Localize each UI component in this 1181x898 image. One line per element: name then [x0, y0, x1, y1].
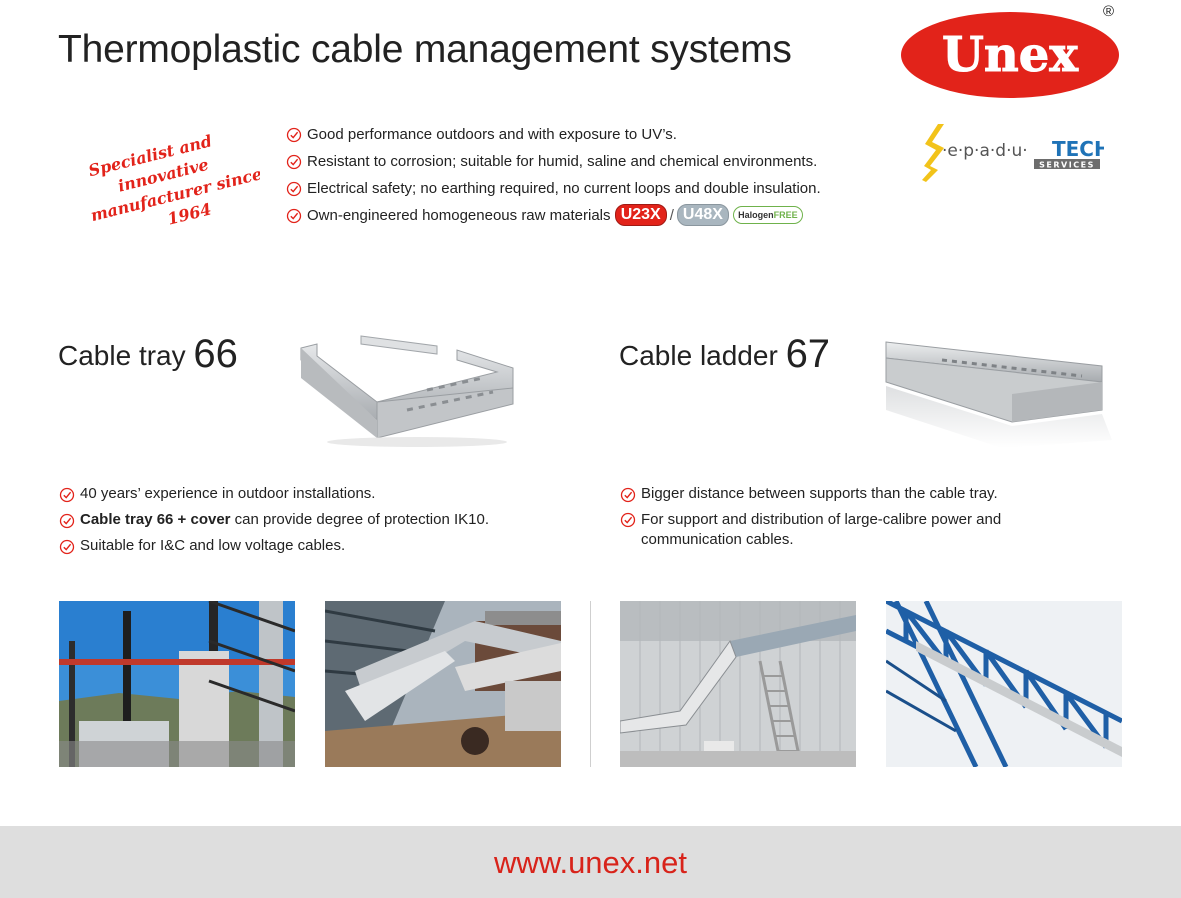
check-circle-icon [286, 181, 302, 197]
unex-logo-text: Unex [942, 27, 1078, 83]
feature-text: Own-engineered homogeneous raw materials [307, 207, 611, 224]
halogen-free-badge: HalogenFREE [733, 205, 803, 224]
installation-photo-1 [59, 601, 295, 767]
cable-tray-title: Cable tray 66 [58, 332, 238, 377]
check-circle-icon [59, 487, 75, 503]
u23x-badge: U23X [614, 203, 667, 226]
feature-item: Resistant to corrosion; suitable for hum… [286, 148, 821, 175]
list-item-bold-text: Cable tray 66 + cover [80, 511, 231, 528]
cable-ladder-image [882, 330, 1122, 450]
feature-text: Electrical safety; no earthing required,… [307, 180, 821, 197]
sepadu-name: ·e·p·a·d·u· [942, 141, 1028, 161]
slogan: Specialist and innovative manufacturer s… [75, 122, 264, 242]
check-circle-icon [286, 208, 302, 224]
feature-item: Good performance outdoors and with expos… [286, 121, 821, 148]
check-circle-icon [59, 513, 75, 529]
footer: www.unex.net [0, 826, 1181, 898]
page-title: Thermoplastic cable management systems [58, 28, 792, 71]
website-link[interactable]: www.unex.net [494, 845, 687, 880]
list-item-text: can provide degree of protection IK10. [230, 511, 490, 528]
installation-photo-3 [620, 601, 856, 767]
check-circle-icon [286, 127, 302, 143]
list-item-text: 40 years’ experience in outdoor installa… [80, 485, 376, 502]
list-item-text: Bigger distance between supports than th… [641, 485, 998, 502]
feature-text: Good performance outdoors and with expos… [307, 126, 677, 143]
list-item: 40 years’ experience in outdoor installa… [59, 481, 489, 507]
section-divider [590, 601, 591, 767]
halogen-text: Halogen [738, 209, 774, 220]
cable-ladder-bullets: Bigger distance between supports than th… [620, 481, 1040, 553]
list-item: For support and distribution of large-ca… [620, 507, 1040, 553]
unex-logo: Unex [900, 11, 1121, 99]
cable-ladder-title: Cable ladder 67 [619, 332, 830, 377]
sepadu-tech: TECH [1052, 137, 1104, 161]
product-number: 66 [193, 332, 238, 376]
check-circle-icon [620, 512, 636, 528]
feature-item: Own-engineered homogeneous raw materials… [286, 202, 821, 229]
sepadu-services: SERVICES [1039, 161, 1095, 170]
badge-separator: / [669, 207, 674, 224]
list-item-text: For support and distribution of large-ca… [641, 511, 1002, 548]
u48x-badge: U48X [676, 203, 729, 226]
product-name: Cable tray [58, 340, 186, 371]
feature-list: Good performance outdoors and with expos… [286, 121, 821, 229]
product-number: 67 [785, 332, 831, 376]
check-circle-icon [286, 154, 302, 170]
list-item: Bigger distance between supports than th… [620, 481, 1040, 507]
installation-photo-2 [325, 601, 561, 767]
feature-item: Electrical safety; no earthing required,… [286, 175, 821, 202]
cable-tray-image [297, 330, 519, 450]
free-text: FREE [773, 209, 798, 220]
list-item: Cable tray 66 + cover can provide degree… [59, 507, 489, 533]
cable-tray-bullets: 40 years’ experience in outdoor installa… [59, 481, 489, 559]
sepadu-tech-logo: ·e·p·a·d·u· TECH SERVICES [922, 122, 1111, 184]
registered-mark: ® [1103, 3, 1115, 20]
list-item-text: Suitable for I&C and low voltage cables. [80, 537, 346, 554]
check-circle-icon [59, 539, 75, 555]
check-circle-icon [620, 487, 636, 503]
feature-text: Resistant to corrosion; suitable for hum… [307, 153, 818, 170]
list-item: Suitable for I&C and low voltage cables. [59, 533, 489, 559]
product-name: Cable ladder [619, 340, 778, 371]
installation-photo-4 [886, 601, 1122, 767]
